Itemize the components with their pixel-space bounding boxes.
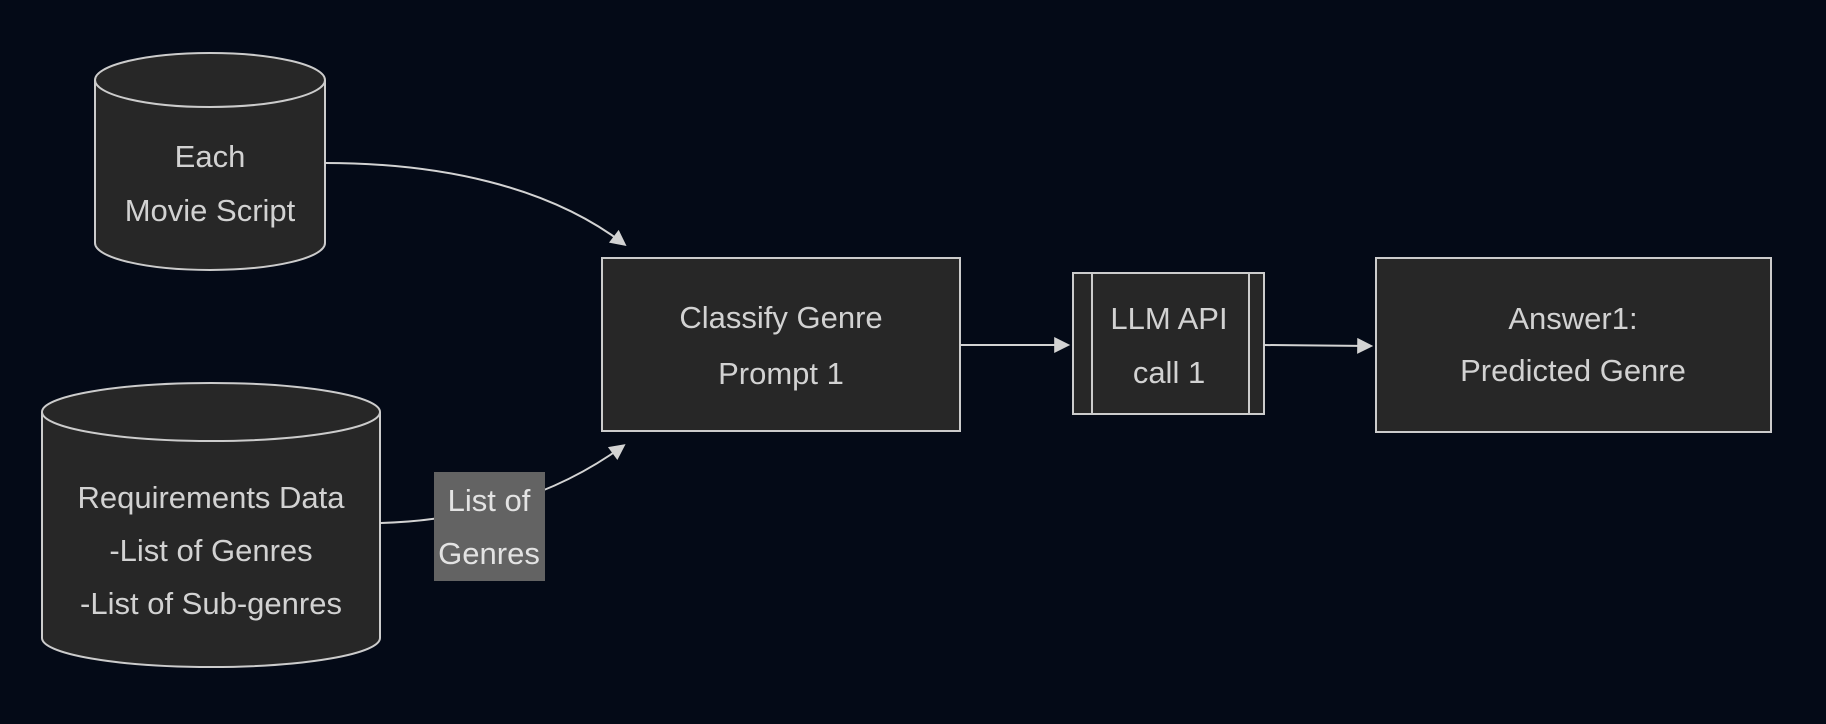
node-label-line: LLM API — [1110, 301, 1227, 336]
node-label-line: -List of Genres — [109, 533, 312, 568]
node-label-line: call 1 — [1133, 355, 1205, 390]
process-box — [601, 257, 961, 432]
edge-line — [1263, 337, 1374, 354]
node-requirements-data: Requirements Data -List of Genres -List … — [41, 382, 381, 668]
node-label-line: Movie Script — [125, 193, 296, 228]
node-label-line: Answer1: — [1508, 301, 1637, 336]
node-classify-genre-prompt: Classify Genre Prompt 1 — [601, 257, 961, 432]
edge-movie-script-to-classify — [324, 162, 627, 246]
edge-label-line: Genres — [438, 536, 540, 571]
edge-label-list-of-genres: List of Genres — [434, 472, 545, 581]
node-label-line: Prompt 1 — [718, 356, 844, 391]
cylinder-body — [41, 412, 381, 668]
node-label-line: -List of Sub-genres — [80, 586, 342, 621]
edge-label-line: List of — [448, 483, 531, 518]
node-label-line: Predicted Genre — [1460, 353, 1686, 388]
cylinder-top — [41, 382, 381, 442]
node-label-line: Each — [175, 139, 246, 174]
result-box — [1375, 257, 1772, 433]
node-each-movie-script: Each Movie Script — [94, 52, 326, 271]
node-answer-predicted-genre: Answer1: Predicted Genre — [1375, 257, 1772, 433]
cylinder-top — [94, 52, 326, 108]
subroutine-box — [1072, 272, 1265, 415]
edge-curve — [324, 162, 627, 246]
edge-llm-to-answer — [1263, 337, 1374, 354]
node-llm-api-call: LLM API call 1 — [1072, 272, 1265, 415]
cylinder-body — [94, 80, 326, 271]
edge-label-background — [434, 472, 545, 581]
node-label-line: Classify Genre — [679, 300, 882, 335]
node-label-line: Requirements Data — [77, 480, 345, 515]
